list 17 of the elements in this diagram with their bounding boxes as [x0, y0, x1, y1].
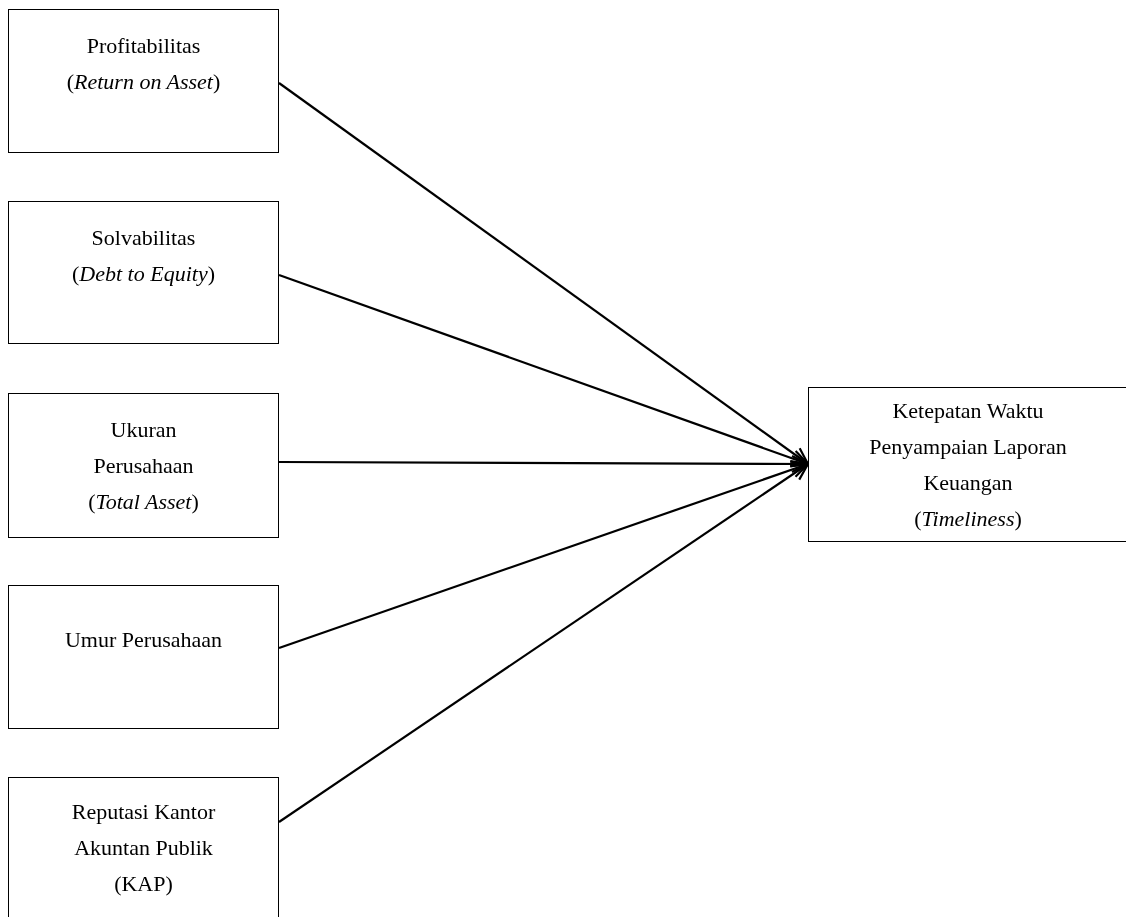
variable-label: Solvabilitas [91, 224, 196, 252]
variable-box [8, 393, 279, 538]
variable-label: (Total Asset) [88, 487, 199, 516]
variable-box [8, 201, 279, 344]
variable-label: Ketepatan Waktu Penyampaian Laporan Keuangan [868, 396, 1068, 497]
variable-label: Ukuran Perusahaan [92, 415, 195, 480]
variable-box [808, 387, 1126, 542]
variable-box [8, 777, 279, 917]
variable-label: Reputasi Kantor Akuntan Publik (KAP) [70, 798, 217, 898]
variable-label: Profitabilitas [86, 32, 201, 60]
variable-label: (Timeliness) [914, 504, 1022, 533]
arrow [278, 462, 810, 823]
variable-box [8, 9, 279, 153]
variable-label: (Return on Asset) [66, 68, 221, 96]
variable-label: Umur Perusahaan [65, 626, 222, 654]
variable-label: (Debt to Equity) [72, 260, 215, 288]
variable-box [8, 585, 279, 729]
